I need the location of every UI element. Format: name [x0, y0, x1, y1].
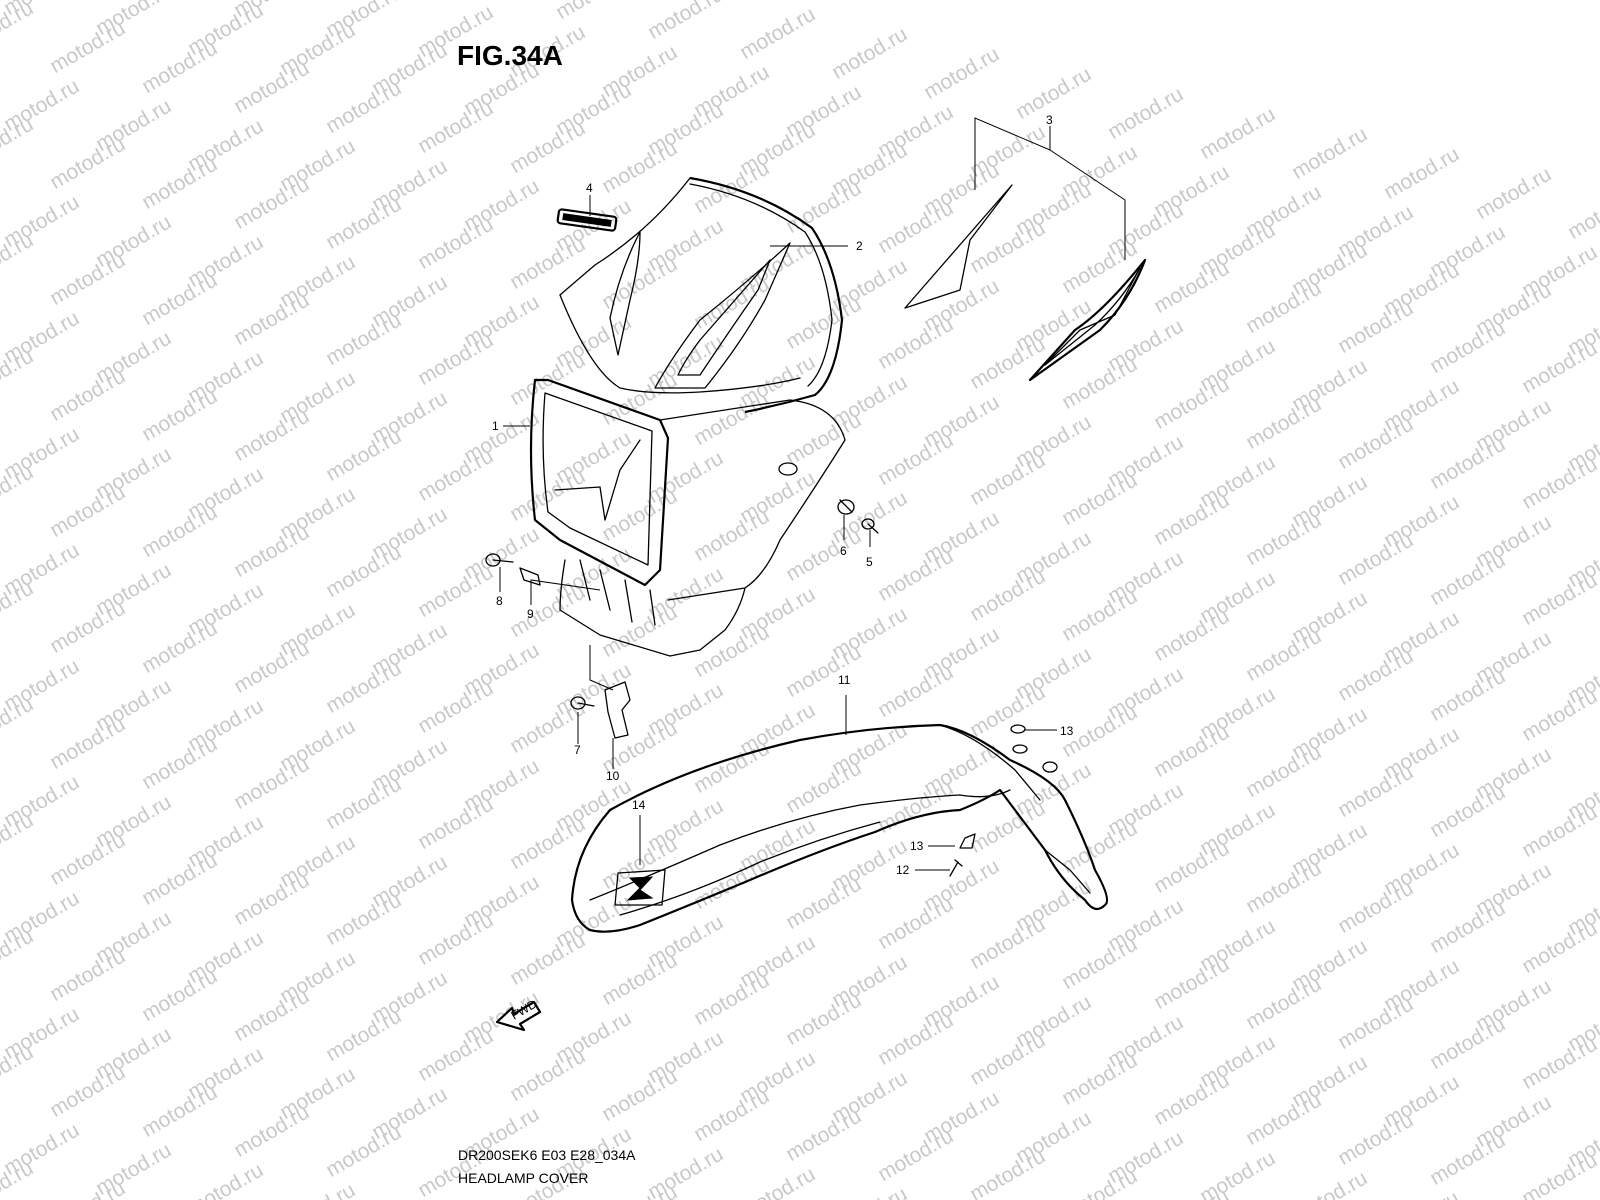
- callout-2: 2: [856, 239, 863, 253]
- figure-title: FIG.34A: [457, 40, 563, 71]
- callout-4: 4: [586, 181, 593, 195]
- callout-13-upper: 13: [1060, 724, 1074, 738]
- drawing-code: DR200SEK6 E03 E28_034A: [458, 1147, 636, 1163]
- callout-9: 9: [527, 607, 534, 621]
- callout-5: 5: [866, 555, 873, 569]
- leader-lines: [499, 117, 1126, 871]
- side-decals: [904, 184, 1147, 382]
- emblem-decal: [556, 208, 618, 232]
- headlamp-cowl: [529, 176, 846, 657]
- callout-7: 7: [574, 743, 581, 757]
- callout-8: 8: [496, 594, 503, 608]
- fasteners: [485, 499, 1058, 877]
- drawing-name: HEADLAMP COVER: [458, 1170, 589, 1186]
- callout-numbers: 1 2 3 4 5 6 7 8 9 10 11 12 13 13 14: [492, 113, 1074, 877]
- callout-3: 3: [1046, 113, 1053, 127]
- forward-direction-arrow: FWD: [495, 997, 542, 1032]
- callout-11: 11: [838, 673, 851, 687]
- callout-10: 10: [606, 769, 620, 783]
- front-fender: [570, 723, 1109, 933]
- callout-6: 6: [840, 544, 847, 558]
- callout-14: 14: [632, 798, 646, 812]
- callout-13-lower: 13: [910, 839, 924, 853]
- callout-12: 12: [896, 863, 910, 877]
- callout-1: 1: [492, 419, 499, 433]
